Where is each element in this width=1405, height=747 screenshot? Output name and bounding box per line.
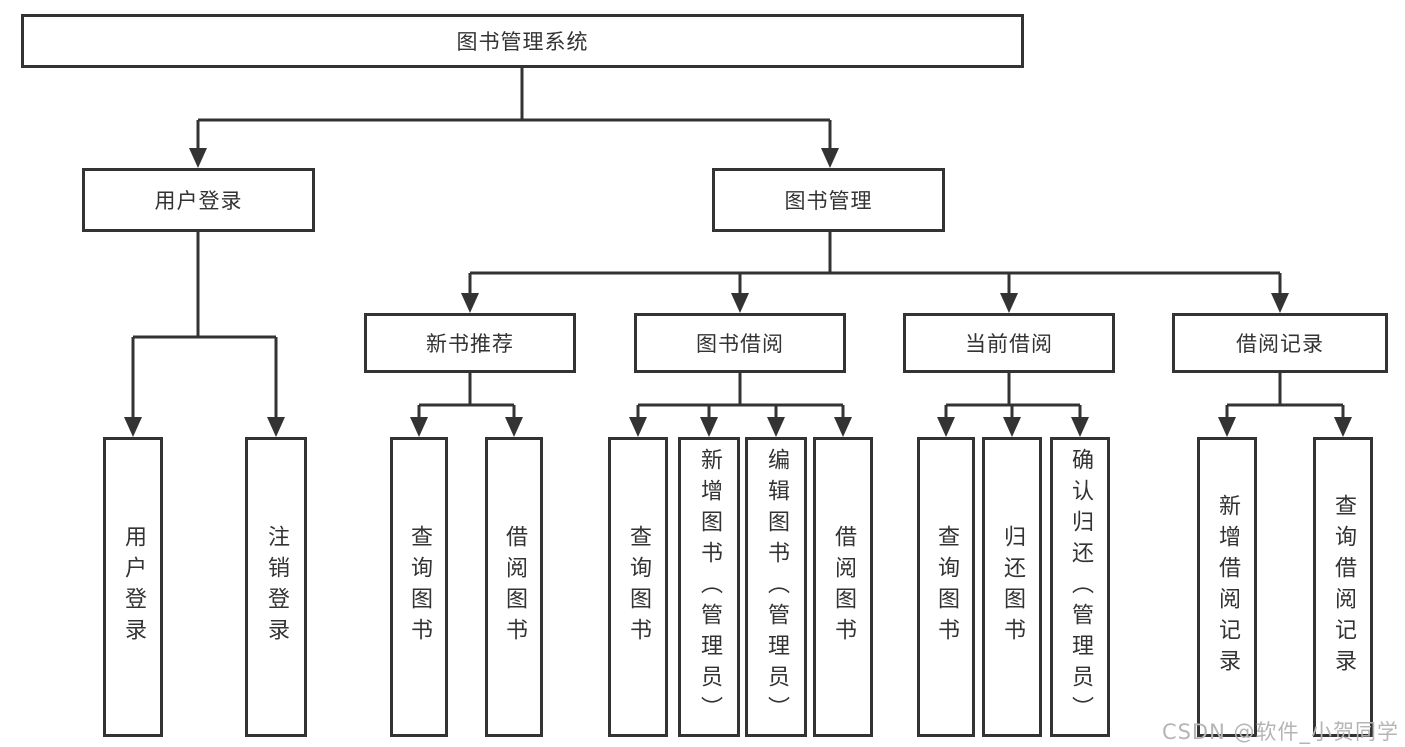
node-current-borrowing: 当前借阅 [903,313,1115,373]
node-label: 确认归还（管理员） [1068,447,1093,727]
leaf-borrow-books-recommend: 借阅图书 [485,437,543,737]
node-label: 新书推荐 [426,332,514,356]
leaf-confirm-return-admin: 确认归还（管理员） [1050,437,1110,737]
leaf-query-books-recommend: 查询图书 [390,437,448,737]
node-label: 查询图书 [934,525,959,649]
leaf-return-books: 归还图书 [982,437,1042,737]
node-borrowing-records: 借阅记录 [1172,313,1388,373]
node-label: 图书借阅 [696,332,784,356]
node-label: 注销登录 [264,525,289,649]
node-user-login: 用户登录 [82,168,315,232]
node-label: 借阅记录 [1236,332,1324,356]
node-label: 归还图书 [1000,525,1025,649]
node-label: 用户登录 [154,189,243,213]
node-label: 借阅图书 [831,525,856,649]
leaf-user-login: 用户登录 [103,437,163,737]
node-new-book-recommendation: 新书推荐 [364,313,576,373]
leaf-borrow-books: 借阅图书 [813,437,873,737]
leaf-edit-books-admin: 编辑图书（管理员） [745,437,807,737]
node-label: 当前借阅 [965,332,1053,356]
node-book-management-system: 图书管理系统 [21,14,1024,68]
csdn-watermark: CSDN @软件_小贺同学 [1161,720,1399,744]
arrowheads [124,148,1352,437]
leaf-query-books-current: 查询图书 [917,437,975,737]
leaf-add-books-admin: 新增图书（管理员） [678,437,740,737]
node-label: 新增借阅记录 [1215,494,1240,680]
node-label: 查询借阅记录 [1331,494,1356,680]
node-label: 新增图书（管理员） [697,447,722,727]
node-label: 查询图书 [407,525,432,649]
node-book-borrowing: 图书借阅 [634,313,846,373]
node-label: 图书管理系统 [456,30,589,54]
leaf-add-borrow-record: 新增借阅记录 [1197,437,1257,737]
leaf-logout: 注销登录 [245,437,307,737]
leaf-query-borrow-record: 查询借阅记录 [1313,437,1373,737]
node-label: 用户登录 [121,525,146,649]
node-label: 借阅图书 [502,525,527,649]
leaf-query-books-borrow: 查询图书 [608,437,668,737]
node-label: 图书管理 [784,189,873,213]
node-book-management: 图书管理 [712,168,945,232]
node-label: 查询图书 [626,525,651,649]
node-label: 编辑图书（管理员） [764,447,789,727]
